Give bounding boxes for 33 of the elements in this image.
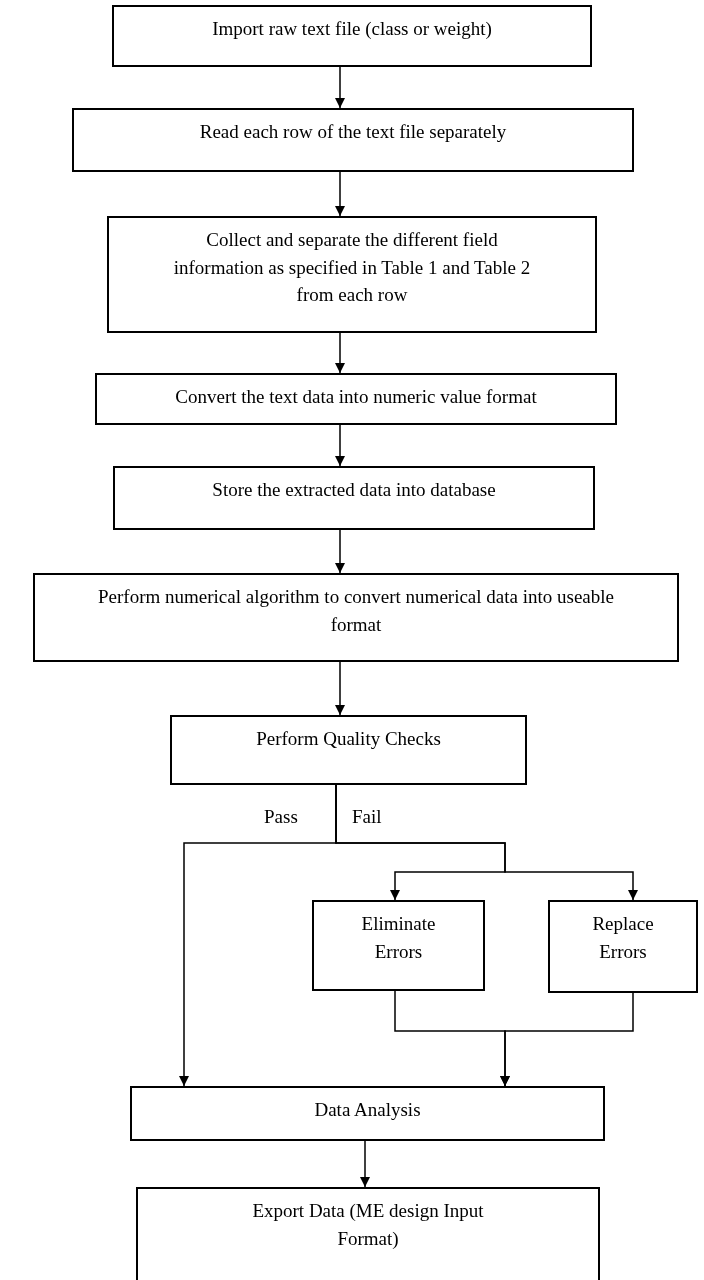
process-box — [130, 1086, 605, 1141]
box-text: Export Data (ME design Input Format) — [251, 1199, 485, 1251]
box-text: Replace Errors — [591, 912, 655, 964]
box-text: Read each row of the text file separately — [199, 120, 507, 144]
arrow — [335, 529, 345, 574]
arrow — [335, 332, 345, 374]
arrow — [500, 992, 634, 1087]
process-box — [95, 373, 617, 425]
box-text: Convert the text data into numeric value format — [175, 385, 537, 409]
box-text: Perform Quality Checks — [256, 727, 441, 751]
box-text: Import raw text file (class or weight) — [212, 17, 492, 41]
process-box — [170, 715, 527, 785]
process-box — [312, 900, 485, 991]
process-box — [33, 573, 679, 662]
edge-label: Fail — [350, 807, 384, 826]
process-box — [136, 1187, 600, 1280]
box-text: Data Analysis — [314, 1098, 421, 1122]
arrow — [335, 661, 345, 716]
arrow — [335, 784, 638, 901]
process-box — [107, 216, 597, 333]
box-text: Store the extracted data into database — [212, 478, 496, 502]
box-text: Eliminate Errors — [360, 912, 437, 964]
edge-label: Pass — [262, 807, 300, 826]
process-box — [548, 900, 698, 993]
box-text: Perform numerical algorithm to convert numerical data into useable format — [97, 585, 615, 637]
box-text: Collect and separate the different field information as specified in Table 1 and Table 2 from each row — [172, 228, 532, 308]
process-box — [113, 466, 595, 530]
arrow — [335, 424, 345, 467]
process-box — [112, 5, 592, 67]
arrow — [335, 171, 345, 217]
arrow — [335, 66, 345, 109]
process-box — [72, 108, 634, 172]
arrow — [360, 1140, 370, 1188]
